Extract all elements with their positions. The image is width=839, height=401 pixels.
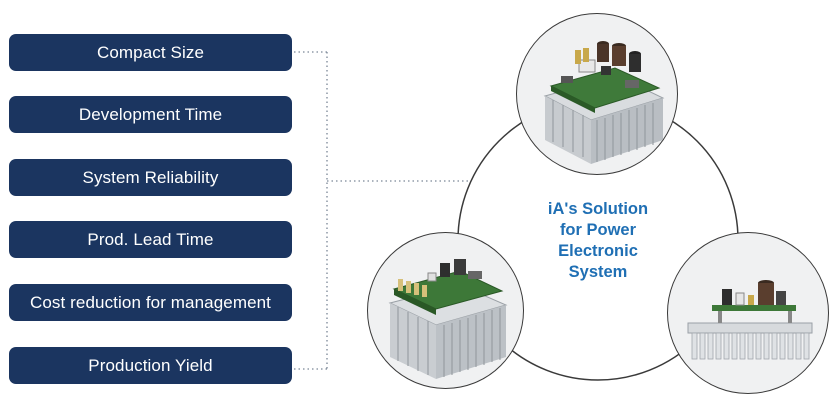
feature-pill-system-reliability: System Reliability bbox=[9, 159, 292, 196]
hub-line-4: System bbox=[568, 263, 628, 281]
feature-pill-production-yield: Production Yield bbox=[9, 347, 292, 384]
hub-title: iA's Solution for Power Electronic Syste… bbox=[518, 199, 678, 283]
pcb-module-heatsink-right-image bbox=[667, 232, 829, 394]
pcb-module-heatsink-left-image bbox=[367, 232, 524, 389]
hub-line-2: for Power bbox=[559, 221, 637, 239]
feature-pill-cost-reduction: Cost reduction for management bbox=[9, 284, 292, 321]
feature-pill-compact-size: Compact Size bbox=[9, 34, 292, 71]
hub-line-1: iA's Solution bbox=[547, 200, 649, 218]
pcb-module-heatsink-top-image bbox=[516, 13, 678, 175]
feature-pill-prod-lead-time: Prod. Lead Time bbox=[9, 221, 292, 258]
feature-pill-development-time: Development Time bbox=[9, 96, 292, 133]
hub-line-3: Electronic bbox=[558, 242, 638, 260]
